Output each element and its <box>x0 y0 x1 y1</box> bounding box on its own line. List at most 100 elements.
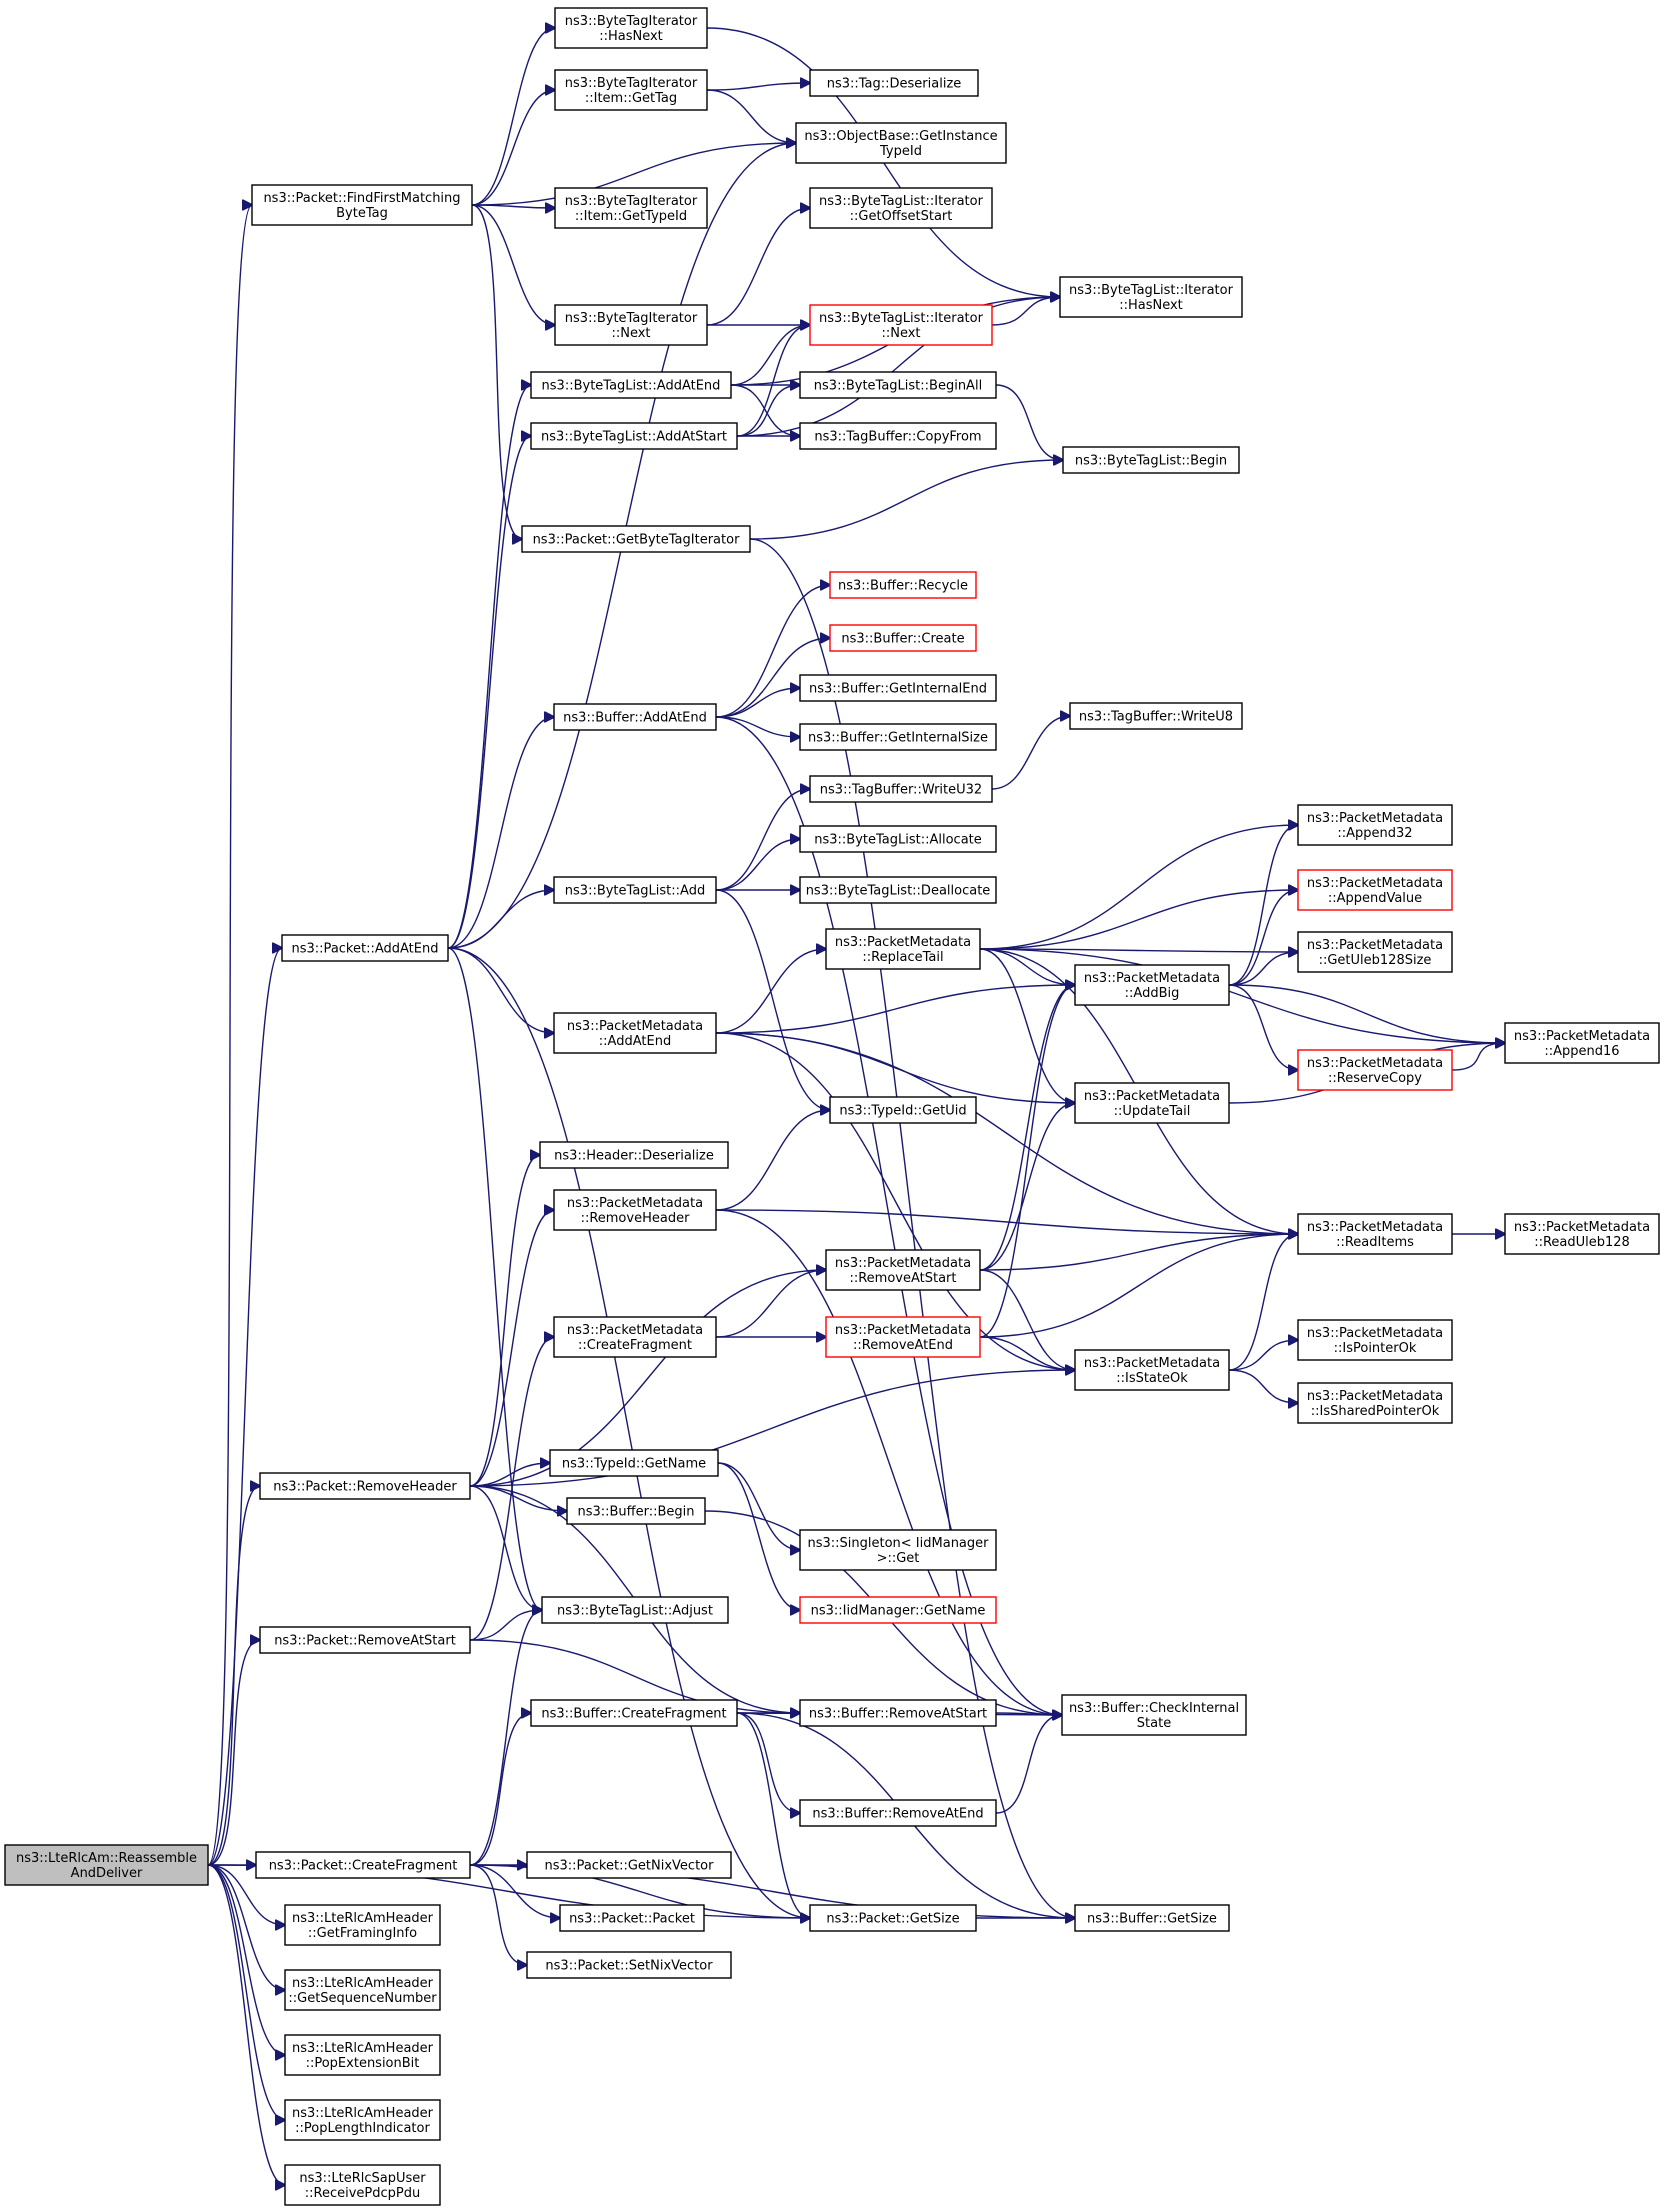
node-packet_createfragment[interactable]: ns3::Packet::CreateFragment <box>255 1851 471 1879</box>
node-btl_deallocate[interactable]: ns3::ByteTagList::Deallocate <box>799 876 997 904</box>
node-pm_append16[interactable]: ns3::PacketMetadata::Append16 <box>1504 1022 1660 1064</box>
node-pm_removeatend[interactable]: ns3::PacketMetadata::RemoveAtEnd <box>825 1316 981 1358</box>
node-bti_item_gettag[interactable]: ns3::ByteTagIterator::Item::GetTag <box>554 69 708 111</box>
node-tag_deserialize[interactable]: ns3::Tag::Deserialize <box>809 69 979 97</box>
edge-typeid_getname-to-iidmanager_getname <box>717 1462 800 1610</box>
node-packet_setnixvector[interactable]: ns3::Packet::SetNixVector <box>526 1951 732 1979</box>
node-packet_packet[interactable]: ns3::Packet::Packet <box>559 1904 705 1932</box>
node-btl_addatend[interactable]: ns3::ByteTagList::AddAtEnd <box>530 371 732 399</box>
node-btl_beginall[interactable]: ns3::ByteTagList::BeginAll <box>799 371 997 399</box>
node-label: ::RemoveAtStart <box>849 1271 956 1286</box>
edge-pm_addatend-to-pm_isstateok <box>715 1032 1075 1370</box>
node-buffer_removeatend[interactable]: ns3::Buffer::RemoveAtEnd <box>799 1799 997 1827</box>
node-packet_getsize[interactable]: ns3::Packet::GetSize <box>809 1904 977 1932</box>
node-pm_createfragment[interactable]: ns3::PacketMetadata::CreateFragment <box>553 1316 717 1358</box>
node-lrsu_receivepdcppdu[interactable]: ns3::LteRlcSapUser::ReceivePdcpPdu <box>284 2164 441 2206</box>
node-lrah_poplengthindicator[interactable]: ns3::LteRlcAmHeader::PopLengthIndicator <box>284 2099 441 2141</box>
node-btl_adjust[interactable]: ns3::ByteTagList::Adjust <box>541 1596 729 1624</box>
node-buffer_recycle[interactable]: ns3::Buffer::Recycle <box>829 571 977 599</box>
edge-pm_addatend-to-pm_replacetail <box>715 949 826 1034</box>
node-packet_removeheader[interactable]: ns3::Packet::RemoveHeader <box>259 1472 471 1500</box>
edge-buffer_removeatstart-to-buffer_checkinternalstate <box>995 1713 1062 1715</box>
node-pm_reservecopy[interactable]: ns3::PacketMetadata::ReserveCopy <box>1297 1049 1453 1091</box>
node-packet_addatend[interactable]: ns3::Packet::AddAtEnd <box>281 934 449 962</box>
node-buffer_begin[interactable]: ns3::Buffer::Begin <box>566 1497 706 1525</box>
node-buffer_addatend[interactable]: ns3::Buffer::AddAtEnd <box>553 703 717 731</box>
node-label: ns3::ByteTagList::BeginAll <box>814 379 982 394</box>
node-btl_allocate[interactable]: ns3::ByteTagList::Allocate <box>799 825 997 853</box>
edge-pm_addatend-to-pm_addbig <box>715 985 1075 1034</box>
node-label: ::ReadItems <box>1336 1235 1414 1250</box>
node-pm_removeatstart[interactable]: ns3::PacketMetadata::RemoveAtStart <box>825 1249 981 1291</box>
node-pm_issharedpointerok[interactable]: ns3::PacketMetadata::IsSharedPointerOk <box>1297 1382 1453 1424</box>
node-box <box>825 1316 981 1358</box>
edge-findfirst-to-objectbase <box>471 143 796 206</box>
node-pm_readitems[interactable]: ns3::PacketMetadata::ReadItems <box>1297 1213 1453 1255</box>
edge-pm_addbig-to-pm_reservecopy <box>1228 984 1298 1070</box>
node-typeid_getuid[interactable]: ns3::TypeId::GetUid <box>829 1096 977 1124</box>
edge-buffer_addatend-to-buffer_getinternalend <box>715 688 800 718</box>
edge-packet_addatend-to-packet_getsize <box>447 947 810 1918</box>
node-pm_ispointerok[interactable]: ns3::PacketMetadata::IsPointerOk <box>1297 1319 1453 1361</box>
node-btl_begin[interactable]: ns3::ByteTagList::Begin <box>1062 446 1240 474</box>
node-tagbuffer_writeu32[interactable]: ns3::TagBuffer::WriteU32 <box>809 775 993 803</box>
edge-findfirst-to-bti_next <box>471 204 555 325</box>
node-pm_append32[interactable]: ns3::PacketMetadata::Append32 <box>1297 804 1453 846</box>
node-packet_removeatstart[interactable]: ns3::Packet::RemoveAtStart <box>259 1626 471 1654</box>
node-singleton_get[interactable]: ns3::Singleton< IidManager>::Get <box>799 1529 997 1571</box>
node-packet_getbytetagiterator[interactable]: ns3::Packet::GetByteTagIterator <box>521 525 751 553</box>
edge-packet_addatend-to-pm_addatend <box>447 947 554 1033</box>
node-btl_add[interactable]: ns3::ByteTagList::Add <box>553 876 717 904</box>
node-box <box>284 1904 441 1946</box>
node-label: ns3::Tag::Deserialize <box>827 77 962 92</box>
node-tagbuffer_writeu8[interactable]: ns3::TagBuffer::WriteU8 <box>1069 702 1243 730</box>
node-pm_replacetail[interactable]: ns3::PacketMetadata::ReplaceTail <box>825 928 981 970</box>
node-label: ns3::Header::Deserialize <box>554 1149 714 1164</box>
node-pm_removeheader[interactable]: ns3::PacketMetadata::RemoveHeader <box>553 1189 717 1231</box>
edge-packet_removeheader-to-pm_removeatstart <box>469 1270 826 1487</box>
node-pm_getuleb128size[interactable]: ns3::PacketMetadata::GetUleb128Size <box>1297 931 1453 973</box>
node-bti_hasnext[interactable]: ns3::ByteTagIterator::HasNext <box>554 7 708 49</box>
node-box <box>809 187 993 229</box>
edge-reassemble-to-lrsu_receivepdcppdu <box>207 1864 285 2185</box>
node-packet_getnixvector[interactable]: ns3::Packet::GetNixVector <box>526 1851 732 1879</box>
node-buffer_getinternalend[interactable]: ns3::Buffer::GetInternalEnd <box>799 674 997 702</box>
node-tagbuffer_copyfrom[interactable]: ns3::TagBuffer::CopyFrom <box>799 422 997 450</box>
node-btli_next[interactable]: ns3::ByteTagList::Iterator::Next <box>809 304 993 346</box>
node-buffer_create[interactable]: ns3::Buffer::Create <box>829 624 977 652</box>
node-box <box>1504 1022 1660 1064</box>
node-buffer_createfragment[interactable]: ns3::Buffer::CreateFragment <box>530 1699 738 1727</box>
node-pm_addbig[interactable]: ns3::PacketMetadata::AddBig <box>1074 964 1230 1006</box>
node-pm_updatetail[interactable]: ns3::PacketMetadata::UpdateTail <box>1074 1082 1230 1124</box>
node-buffer_removeatstart[interactable]: ns3::Buffer::RemoveAtStart <box>799 1699 997 1727</box>
node-box <box>553 1012 717 1054</box>
node-bti_item_gettypeid[interactable]: ns3::ByteTagIterator::Item::GetTypeId <box>554 187 708 229</box>
node-lrah_popextensionbit[interactable]: ns3::LteRlcAmHeader::PopExtensionBit <box>284 2034 441 2076</box>
node-pm_appendvalue[interactable]: ns3::PacketMetadata::AppendValue <box>1297 869 1453 911</box>
node-label: ns3::TagBuffer::CopyFrom <box>814 430 981 445</box>
node-pm_addatend[interactable]: ns3::PacketMetadata::AddAtEnd <box>553 1012 717 1054</box>
node-btli_hasnext[interactable]: ns3::ByteTagList::Iterator::HasNext <box>1059 276 1243 318</box>
node-label: ns3::Buffer::GetInternalSize <box>808 731 988 746</box>
node-btl_addatstart[interactable]: ns3::ByteTagList::AddAtStart <box>530 422 738 450</box>
node-label: ::AddBig <box>1125 986 1180 1001</box>
edge-pm_removeatend-to-pm_addbig <box>979 985 1075 1338</box>
node-typeid_getname[interactable]: ns3::TypeId::GetName <box>549 1449 719 1477</box>
node-bti_next[interactable]: ns3::ByteTagIterator::Next <box>554 304 708 346</box>
node-pm_isstateok[interactable]: ns3::PacketMetadata::IsStateOk <box>1074 1349 1230 1391</box>
node-buffer_getinternalsize[interactable]: ns3::Buffer::GetInternalSize <box>799 723 997 751</box>
node-label: ns3::IidManager::GetName <box>811 1604 986 1619</box>
node-label: ns3::Buffer::RemoveAtStart <box>809 1707 987 1722</box>
edge-pm_createfragment-to-pm_removeatstart <box>715 1270 826 1338</box>
node-pm_readuleb128[interactable]: ns3::PacketMetadata::ReadUleb128 <box>1504 1213 1660 1255</box>
node-lrah_getframinginfo[interactable]: ns3::LteRlcAmHeader::GetFramingInfo <box>284 1904 441 1946</box>
node-btli_getoffsetstart[interactable]: ns3::ByteTagList::Iterator::GetOffsetSta… <box>809 187 993 229</box>
node-lrah_getsequencenumber[interactable]: ns3::LteRlcAmHeader::GetSequenceNumber <box>284 1969 441 2011</box>
node-header_deserialize[interactable]: ns3::Header::Deserialize <box>539 1141 729 1169</box>
node-buffer_getsize[interactable]: ns3::Buffer::GetSize <box>1074 1904 1230 1932</box>
node-iidmanager_getname[interactable]: ns3::IidManager::GetName <box>799 1596 997 1624</box>
